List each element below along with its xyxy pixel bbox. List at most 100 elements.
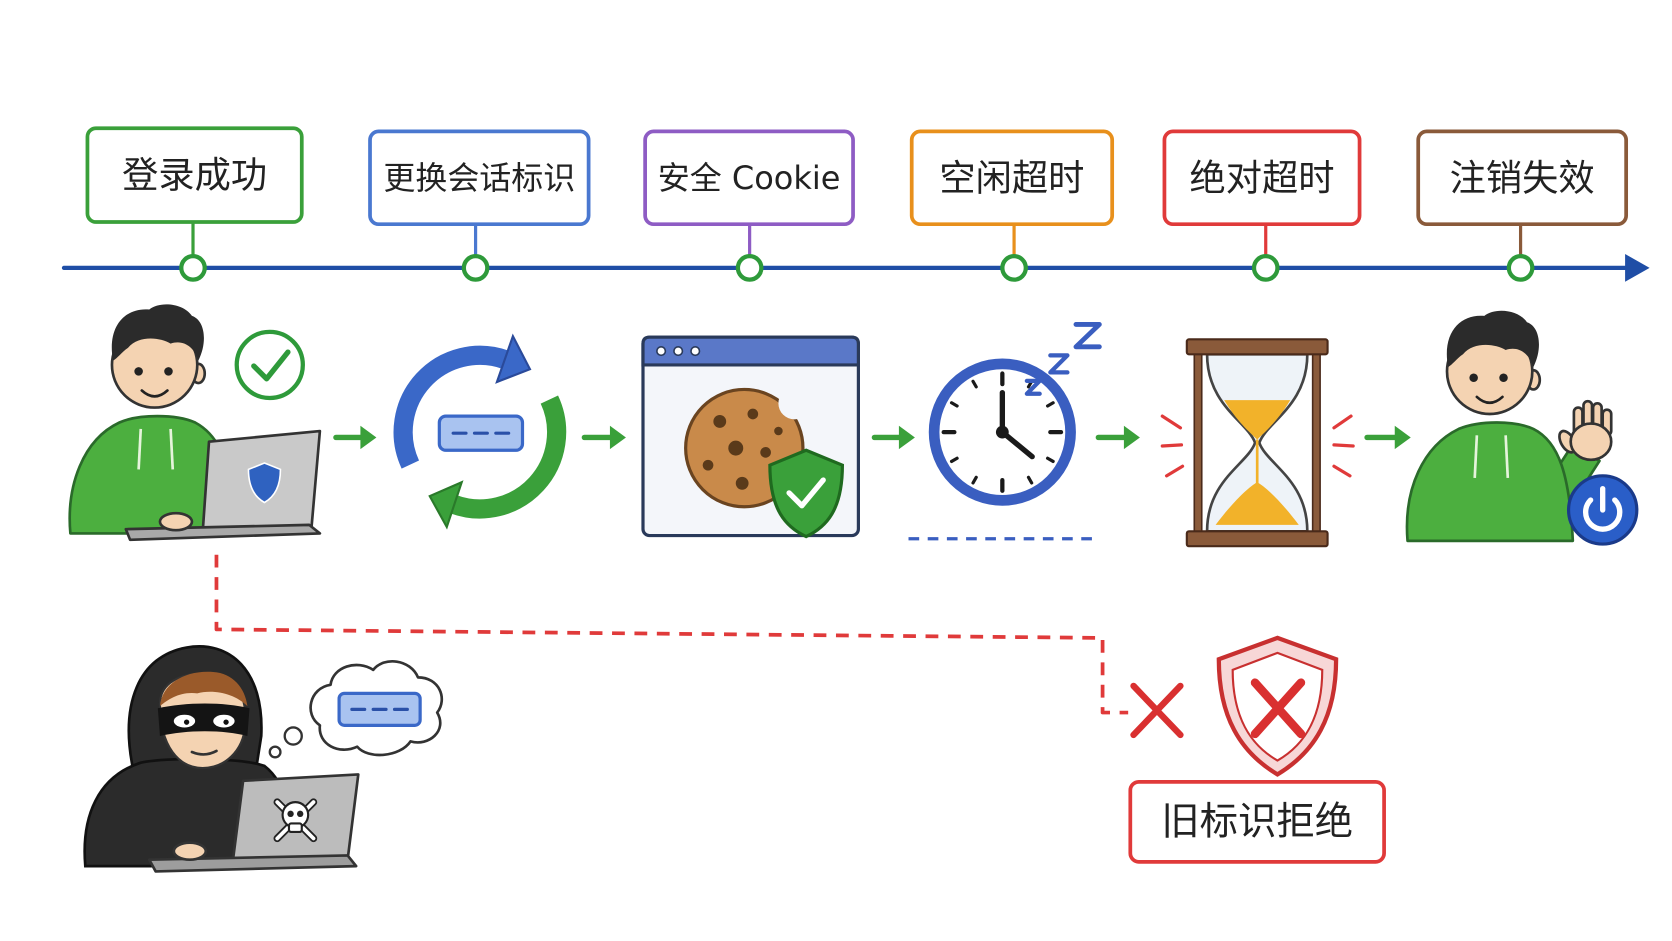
step-logout-invalidate: 注销失效	[1416, 129, 1629, 282]
eye	[1469, 373, 1478, 382]
step-label: 绝对超时	[1189, 156, 1334, 199]
stolen-token-thought-icon	[268, 660, 444, 759]
sleep-z-icon	[1073, 322, 1102, 350]
flow-arrow	[581, 425, 626, 450]
step-label: 注销失效	[1450, 156, 1595, 199]
shield-cross-icon	[1216, 635, 1339, 777]
hourglass-post	[1193, 351, 1203, 535]
power-symbol-arc	[1582, 497, 1623, 532]
hood-string	[169, 428, 175, 470]
flow-arrow-head	[360, 425, 377, 450]
skull-eye	[287, 810, 294, 818]
cross-icon	[1130, 682, 1184, 739]
step-absolute-timeout: 绝对超时	[1162, 129, 1362, 282]
alarm-mark	[1160, 414, 1183, 430]
user-head	[110, 304, 207, 409]
check-mark	[786, 477, 826, 509]
hacker-mouth	[190, 749, 218, 756]
step-label: 空闲超时	[939, 156, 1084, 199]
hourglass-top-bar	[1185, 338, 1329, 356]
pupil	[223, 719, 229, 725]
skull-jaw	[287, 822, 303, 834]
refresh-arc-green	[450, 395, 567, 519]
refresh-token-icon	[393, 333, 567, 530]
hood-string	[137, 428, 143, 470]
sleep-z-icon	[1048, 353, 1070, 375]
user-laptop-check-icon	[68, 304, 322, 542]
clock-tick	[1045, 401, 1055, 408]
palm	[1569, 422, 1613, 462]
result-label: 旧标识拒绝	[1161, 799, 1353, 844]
clock-tick	[949, 401, 959, 408]
hourglass-icon	[1160, 338, 1355, 548]
clock-tick	[949, 456, 959, 464]
flow-arrow-head	[1123, 425, 1140, 450]
cookie-chip	[735, 476, 749, 490]
clock-tick	[1026, 475, 1034, 485]
smile	[140, 389, 169, 398]
browser-cookie-shield-icon	[641, 335, 860, 539]
alarm-mark	[1164, 464, 1185, 478]
flow-arrow-head	[609, 425, 626, 450]
result-reject-old-id: 旧标识拒绝	[1128, 780, 1386, 864]
cookie-chip	[713, 415, 727, 428]
skull-crossbones-icon	[273, 798, 318, 843]
step-box	[1416, 129, 1629, 227]
step-box	[368, 129, 591, 227]
hand	[158, 511, 194, 532]
step-idle-timeout: 空闲超时	[909, 129, 1115, 282]
timeline-node	[461, 254, 490, 282]
cookie-chip	[702, 459, 714, 471]
sleep-z-icon	[1024, 378, 1042, 396]
thought-dot	[268, 745, 282, 759]
hourglass-post	[1311, 351, 1321, 535]
flow-arrows	[333, 425, 1411, 450]
flow-arrow	[1364, 425, 1411, 450]
thought-dot	[283, 726, 303, 746]
step-label: 登录成功	[122, 154, 267, 197]
cookie-chip	[747, 408, 759, 420]
eye	[134, 367, 143, 376]
eye	[1499, 373, 1508, 382]
flow-arrow	[1095, 425, 1140, 450]
hourglass-sand-top	[1224, 400, 1291, 440]
shield-cross-stroke	[1250, 678, 1306, 739]
timeline-node	[735, 254, 764, 282]
hacker-hand	[172, 841, 208, 862]
hourglass-sand-bottom	[1215, 482, 1299, 525]
pupil	[183, 719, 190, 725]
hair	[1446, 310, 1539, 368]
flow-arrow	[871, 425, 915, 450]
hood-string	[1504, 435, 1510, 479]
window-dot	[673, 346, 684, 357]
check-mark	[251, 349, 291, 382]
shield-icon	[247, 462, 282, 504]
step-box	[85, 126, 304, 224]
cookie-bite	[778, 387, 811, 420]
result-box	[1128, 780, 1386, 864]
hair	[111, 304, 204, 361]
cookie-chip	[728, 440, 744, 456]
alarm-mark	[1332, 464, 1352, 478]
timeline-node	[179, 254, 207, 282]
waving-hand-icon	[1558, 399, 1613, 462]
check-circle-icon	[234, 329, 305, 401]
skull-eye	[296, 810, 304, 818]
refresh-arrowhead-green	[428, 480, 464, 530]
timeline-node	[1251, 254, 1280, 282]
timeline-arrowhead	[1625, 254, 1650, 282]
user-head	[1445, 310, 1542, 416]
alarm-mark	[1332, 443, 1355, 448]
alarm-marks	[1160, 414, 1355, 478]
step-label: 更换会话标识	[383, 159, 575, 197]
step-box	[1162, 129, 1362, 227]
step-rotate-session-id: 更换会话标识	[368, 129, 591, 282]
hacker-laptop-base	[147, 854, 358, 873]
smile	[1475, 395, 1504, 405]
hourglass-bottom-bar	[1185, 530, 1329, 548]
step-label: 安全 Cookie	[658, 159, 841, 197]
refresh-arrowhead-blue	[495, 333, 532, 384]
step-login-success: 登录成功	[85, 126, 304, 282]
